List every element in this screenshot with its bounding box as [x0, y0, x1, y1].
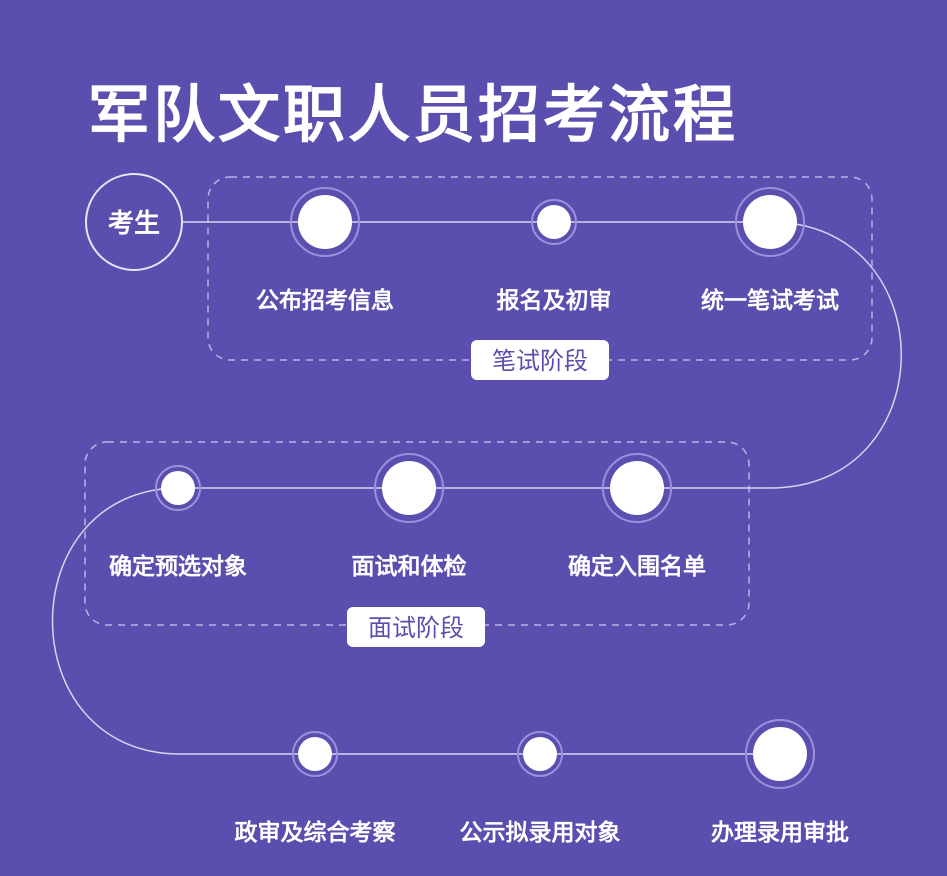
stage-tag-interview: 面试阶段	[347, 607, 485, 647]
step-label: 报名及初审	[497, 287, 612, 314]
step-label: 公布招考信息	[256, 287, 394, 314]
step-node	[602, 453, 672, 523]
step-label: 公示拟录用对象	[460, 819, 621, 846]
stage-tag-written: 笔试阶段	[471, 340, 609, 380]
step-node	[531, 199, 577, 245]
step-label: 政审及综合考察	[235, 819, 397, 846]
step-node	[745, 719, 815, 789]
stage-tag-label: 笔试阶段	[492, 347, 588, 375]
stage-tag-label: 面试阶段	[368, 614, 464, 642]
step-node	[517, 731, 563, 777]
step-label: 统一笔试考试	[701, 287, 839, 314]
start-node: 考生	[85, 173, 183, 271]
step-node	[155, 465, 201, 511]
step-label: 确定预选对象	[109, 553, 247, 580]
step-node	[374, 453, 444, 523]
flow-path	[51, 221, 902, 755]
step-node	[290, 187, 360, 257]
start-label: 考生	[108, 209, 160, 239]
step-node	[292, 731, 338, 777]
step-node	[735, 187, 805, 257]
step-label: 面试和体检	[352, 553, 467, 580]
step-label: 确定入围名单	[568, 553, 706, 580]
page-title: 军队文职人员招考流程	[88, 78, 739, 151]
step-label: 办理录用审批	[711, 819, 849, 846]
